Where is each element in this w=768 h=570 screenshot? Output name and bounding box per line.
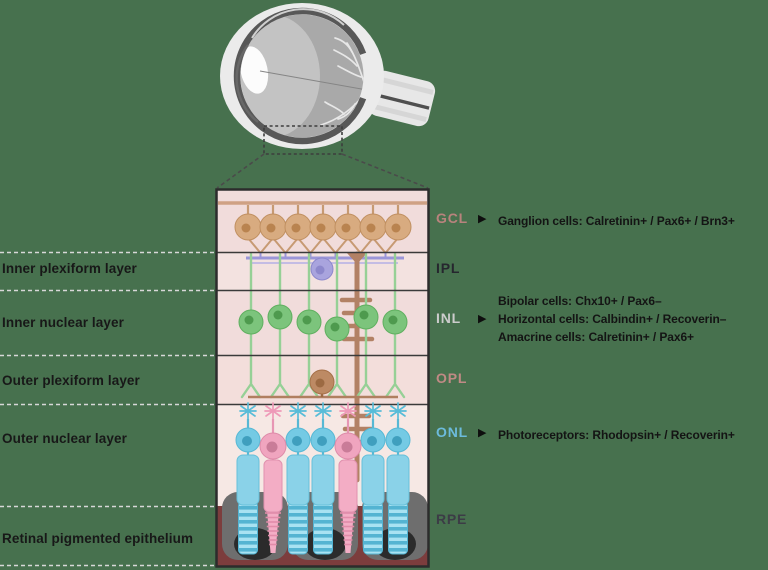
tag-onl: ONL (436, 424, 468, 440)
tag-ipl: IPL (436, 260, 461, 276)
rod-outer-segments (265, 510, 356, 553)
amacrine-cell (310, 257, 334, 281)
arrow-icon-gcl: ▶ (478, 213, 487, 225)
label-retinal-pigmented-epithelium: Retinal pigmented epithelium (2, 531, 194, 546)
annotation-ganglion-cells: Ganglion cells: Calretinin+ / Pax6+ / Br… (498, 214, 735, 228)
annotation-inl-cells: Bipolar cells: Chx10+ / Pax6– Horizontal… (498, 292, 726, 346)
rod-somas (259, 432, 362, 460)
inner-retina-arc (235, 44, 259, 123)
tag-opl: OPL (436, 370, 468, 386)
label-outer-plexiform-layer: Outer plexiform layer (2, 373, 140, 388)
layer-guide-dashes (0, 251, 215, 567)
zoom-region-lines (216, 125, 429, 189)
optic-nerve (367, 70, 436, 127)
visual-axis (259, 70, 364, 91)
opl-plexus (248, 369, 398, 399)
rod-cells (259, 419, 362, 553)
tag-gcl: GCL (436, 210, 468, 226)
zoom-region-box (263, 125, 343, 155)
lens (240, 46, 269, 94)
annotation-bipolar-cells: Bipolar cells: Chx10+ / Pax6– (498, 294, 662, 308)
eye-illustration (220, 3, 436, 149)
arrow-icon-inl: ▶ (478, 313, 487, 325)
ganglion-cell-somas (234, 213, 412, 241)
tag-inl: INL (436, 310, 461, 326)
cone-somas (235, 427, 411, 453)
horizontal-cell (309, 369, 335, 397)
label-inner-nuclear-layer: Inner nuclear layer (2, 315, 124, 330)
ring-highlight (251, 8, 345, 39)
arrow-icon-onl: ▶ (478, 427, 487, 439)
ganglion-cells (234, 205, 412, 254)
label-inner-plexiform-layer: Inner plexiform layer (2, 261, 137, 276)
ipl-plexus (246, 253, 404, 281)
bipolar-cell-somas (238, 304, 408, 342)
tag-rpe: RPE (436, 511, 468, 527)
label-outer-nuclear-layer: Outer nuclear layer (2, 431, 127, 446)
annotation-amacrine-cells: Amacrine cells: Calretinin+ / Pax6+ (498, 330, 694, 344)
diagram-border (215, 188, 430, 568)
annotation-horizontal-cells: Horizontal cells: Calbindin+ / Recoverin… (498, 312, 727, 326)
cone-inner-segments (236, 454, 410, 506)
rod-inner-segments (263, 459, 358, 513)
annotation-photoreceptors: Photoreceptors: Rhodopsin+ / Recoverin+ (498, 428, 735, 442)
photoreceptor-terminals (239, 402, 407, 420)
cone-cells (235, 419, 411, 555)
photoreceptors (235, 402, 411, 555)
